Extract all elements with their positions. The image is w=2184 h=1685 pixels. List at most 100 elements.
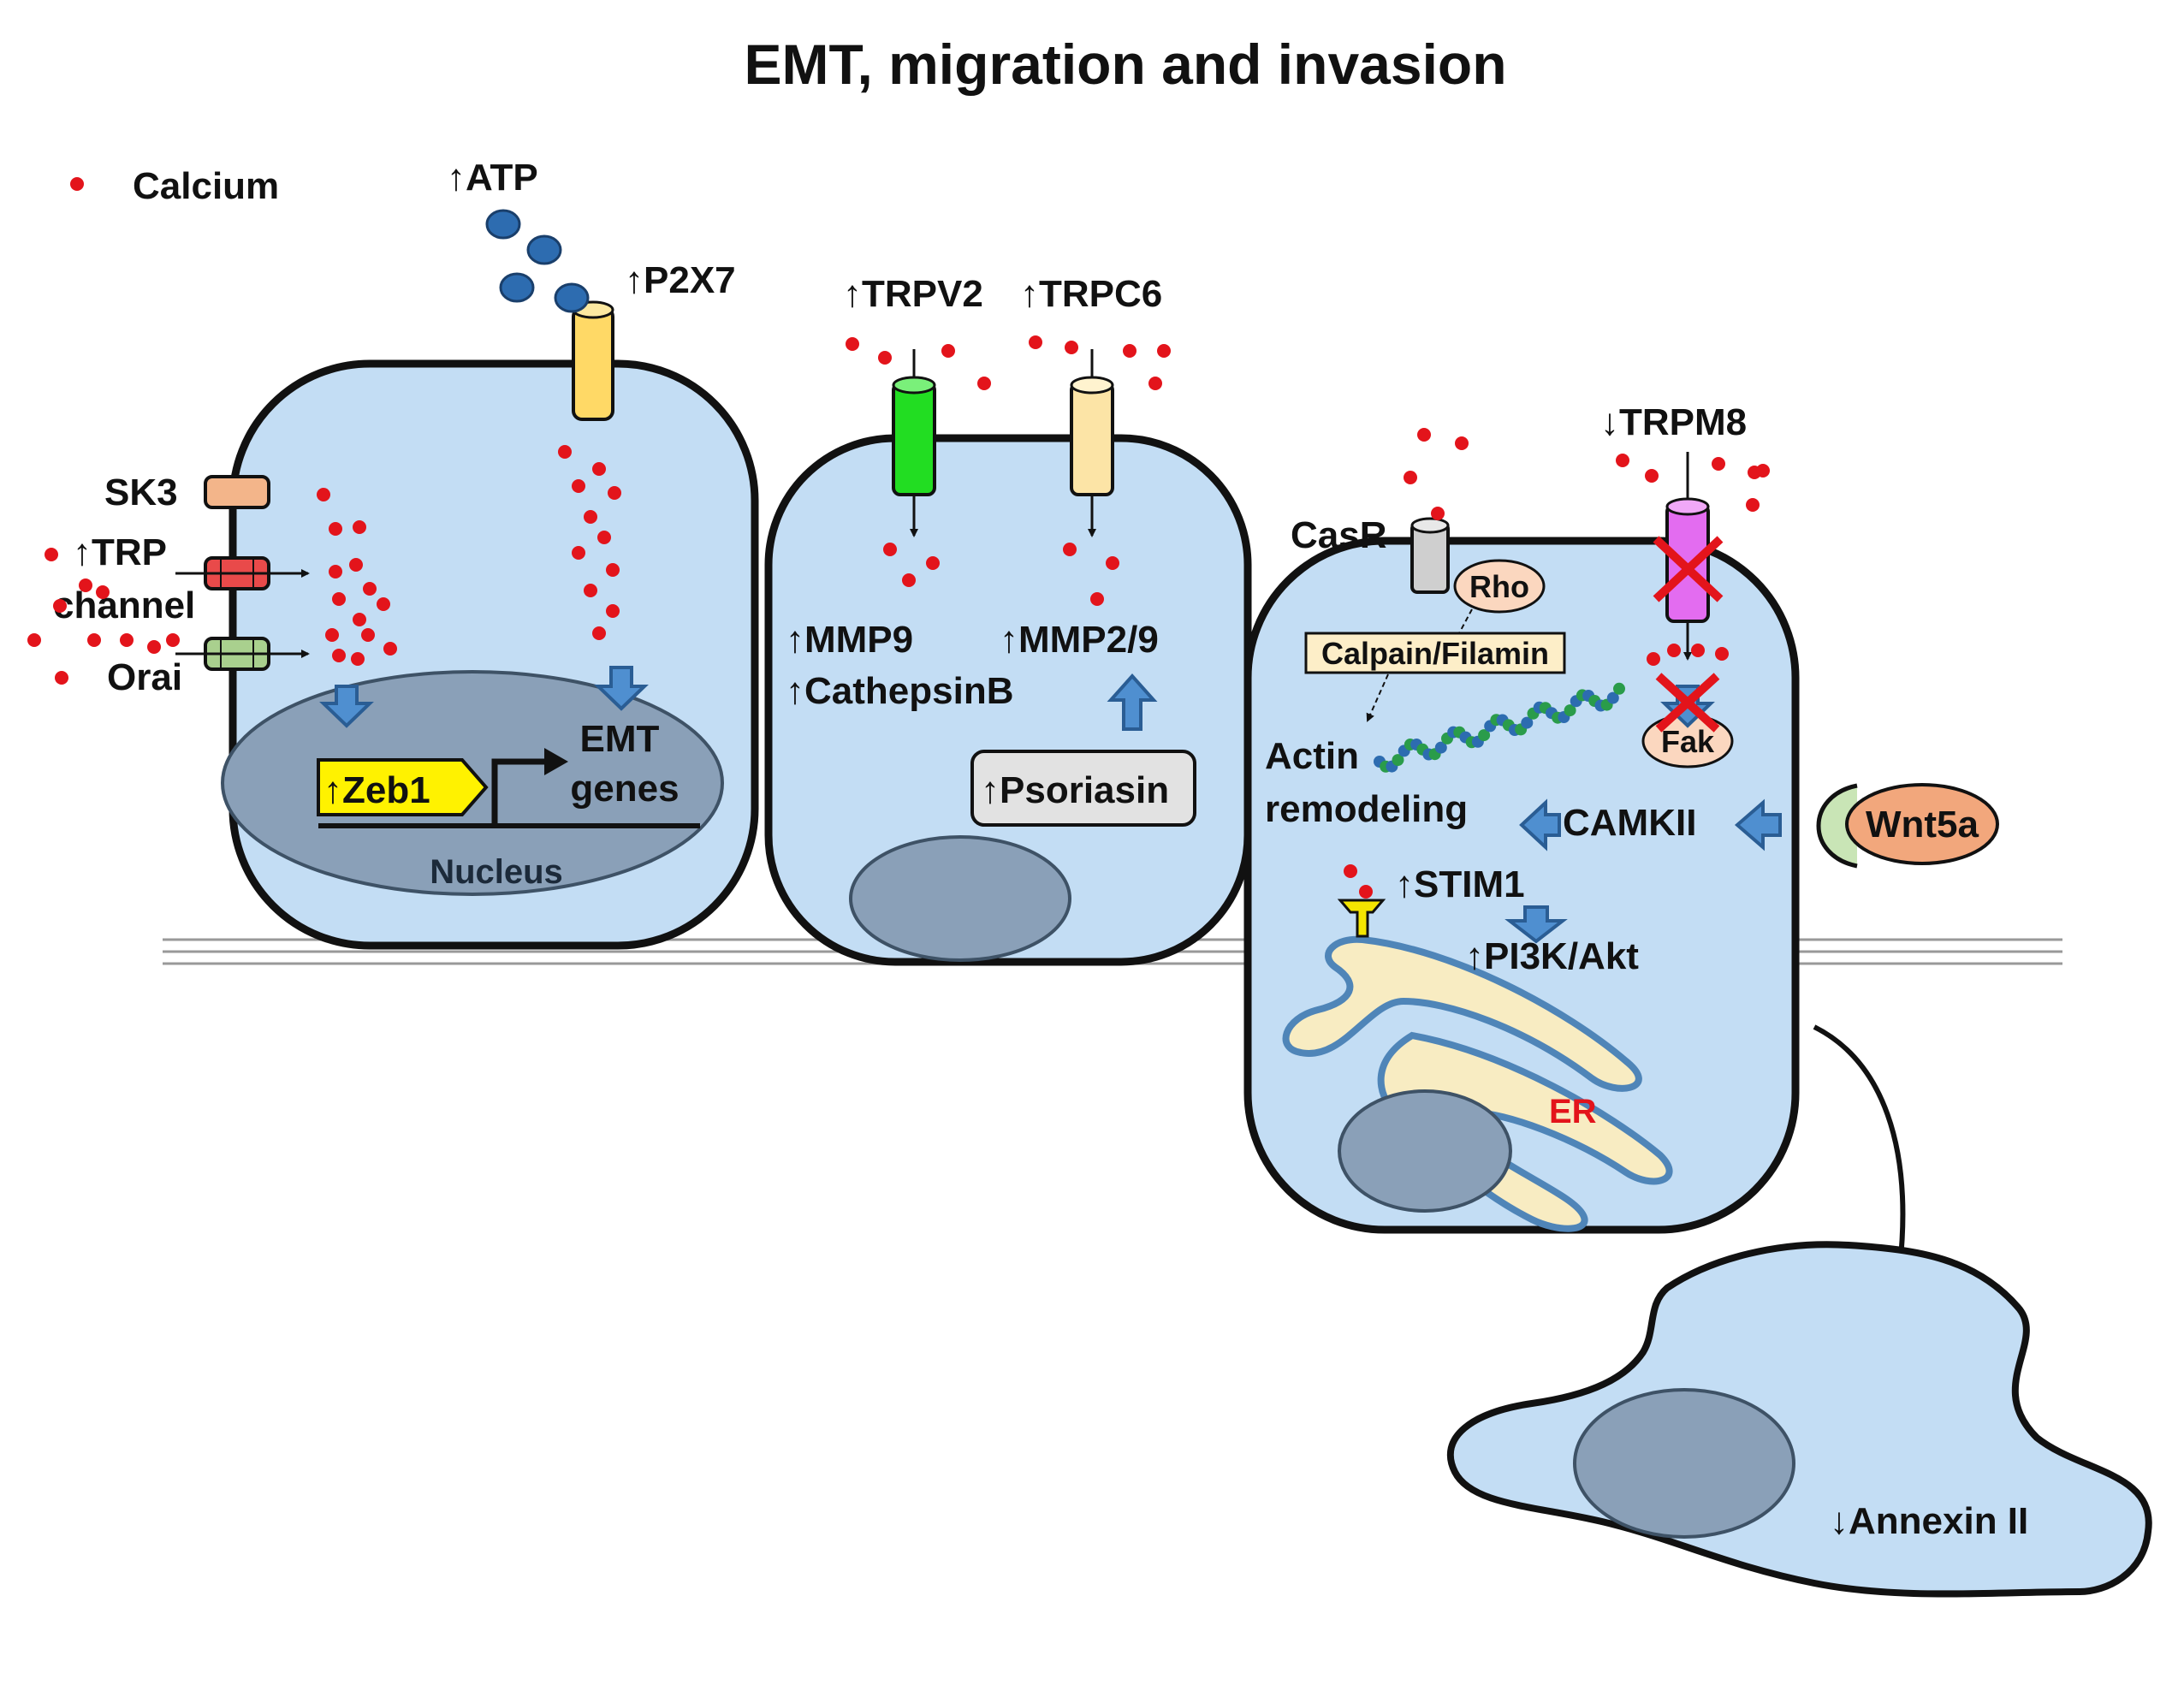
stim1-to-pi3k-arrow (1504, 905, 1568, 944)
trpc6-label: ↑TRPC6 (1020, 273, 1162, 315)
calcium-ion (363, 582, 377, 596)
rho-label: Rho (1469, 569, 1529, 604)
calcium-ion (325, 628, 339, 642)
mmp2-9-label: ↑MMP2/9 (1000, 619, 1159, 661)
actin-remodeling-line2: remodeling (1265, 788, 1468, 830)
emt-genes-line2: genes (570, 768, 679, 810)
casr-channel (1410, 522, 1450, 594)
calcium-ion (558, 445, 572, 459)
cell-2: ↑TRPV2 ↑TRPC6 ↑MMP9 ↑CathepsinB ↑MMP2/9 … (764, 273, 1252, 966)
trpv2-label: ↑TRPV2 (843, 273, 983, 315)
calcium-ion (902, 573, 916, 587)
calcium-ion (606, 563, 620, 577)
calcium-ion (96, 585, 110, 599)
calcium-ion (1404, 471, 1417, 484)
calcium-ion (1029, 335, 1042, 349)
zeb1-box (317, 758, 489, 816)
calpain-filamin-box (1304, 632, 1566, 674)
calcium-ion (1616, 454, 1629, 467)
calcium-ion (87, 633, 101, 647)
trpm8-label: ↓TRPM8 (1600, 401, 1747, 443)
calcium-ion (1667, 644, 1681, 657)
calcium-ion (351, 652, 365, 666)
calcium-ion (53, 599, 67, 613)
p2x7-label: ↑P2X7 (625, 259, 736, 301)
calcium-ion (1756, 464, 1770, 478)
cell-3-nucleus (1338, 1089, 1512, 1213)
atp-molecule (499, 272, 535, 303)
trpv2-channel (892, 382, 936, 496)
cell-2-nucleus (849, 835, 1071, 962)
trp-label-line1: ↑TRP (73, 531, 167, 573)
wnt5a-receptor (1816, 783, 1858, 869)
calcium-ion (926, 556, 940, 570)
calcium-ion (597, 531, 611, 544)
pi3k-akt-label: ↑PI3K/Akt (1465, 935, 1639, 977)
calcium-ion (332, 649, 346, 662)
actin-monomer (1392, 754, 1404, 767)
calcium-ion (1746, 498, 1760, 512)
nucleus-label: Nucleus (430, 853, 563, 891)
actin-monomer (1478, 729, 1491, 742)
emt-genes-line1: EMT (580, 718, 660, 760)
atp-molecule (554, 282, 590, 313)
sk3-channel (204, 475, 270, 509)
calcium-ion (27, 633, 41, 647)
calcium-ion (1712, 457, 1725, 471)
calcium-ion (1691, 644, 1705, 657)
orai-label: Orai (107, 656, 182, 698)
mmp9-label: ↑MMP9 (786, 619, 913, 661)
calcium-ion (55, 671, 68, 685)
actin-monomer (1434, 741, 1447, 754)
actin-remodeling-line1: Actin (1265, 735, 1359, 777)
calcium-ion (1417, 428, 1431, 442)
trpc6-channel (1070, 382, 1114, 496)
calcium-ion (1715, 647, 1729, 661)
calcium-ions (27, 335, 1770, 899)
calcium-ion (317, 488, 330, 501)
migrating-cell-body (1446, 1241, 2152, 1598)
p2x7-channel (572, 306, 614, 421)
calcium-ion (361, 628, 375, 642)
actin-monomer (1564, 704, 1576, 717)
cell-1: ↑Zeb1 EMT genes Nucleus ↑P2X7 ↑ATP SK3 ↑… (53, 157, 759, 950)
psoriasin-label: ↑Psoriasin (981, 769, 1169, 811)
calcium-ion (1359, 885, 1373, 899)
migration-arrow (1813, 1024, 1915, 1273)
calcium-ion (1431, 507, 1445, 520)
calcium-ion (120, 633, 134, 647)
annexin-label: ↓Annexin II (1830, 1500, 2028, 1542)
wnt5a-ellipse (1845, 783, 1999, 865)
calcium-ion (977, 377, 991, 390)
calcium-ion (353, 520, 366, 534)
calcium-ion (846, 337, 859, 351)
calcium-ion (941, 344, 955, 358)
psoriasin-to-mmp-arrow (1107, 673, 1158, 731)
calcium-ion (1148, 377, 1162, 390)
calcium-ion (1063, 543, 1077, 556)
calcium-ion (584, 510, 597, 524)
calpain-filamin-label: Calpain/Filamin (1321, 636, 1549, 671)
calcium-ion (606, 604, 620, 618)
atp-molecule (526, 234, 562, 265)
casr-label: CasR (1291, 514, 1387, 556)
calcium-ion (584, 584, 597, 597)
calcium-ion (377, 597, 390, 611)
zeb1-label: ↑Zeb1 (323, 769, 430, 811)
calcium-ion (329, 565, 342, 578)
stim1-label: ↑STIM1 (1395, 863, 1525, 905)
camkii-to-actin-arrow (1519, 798, 1561, 851)
er-membrane-upper (1282, 935, 1642, 1092)
calcium-ion (45, 548, 58, 561)
calcium-ion (1455, 436, 1469, 450)
trpm8-inhibition-cross (1653, 536, 1724, 602)
actin-monomer (1613, 682, 1625, 695)
stim1-protein (1337, 899, 1386, 938)
calcium-to-nucleus-arrow (319, 685, 374, 728)
psoriasin-box (970, 750, 1196, 827)
calcium-legend-dot (70, 177, 84, 191)
calcium-ion (1106, 556, 1119, 570)
wnt5a-to-camkii-arrow (1734, 798, 1782, 851)
